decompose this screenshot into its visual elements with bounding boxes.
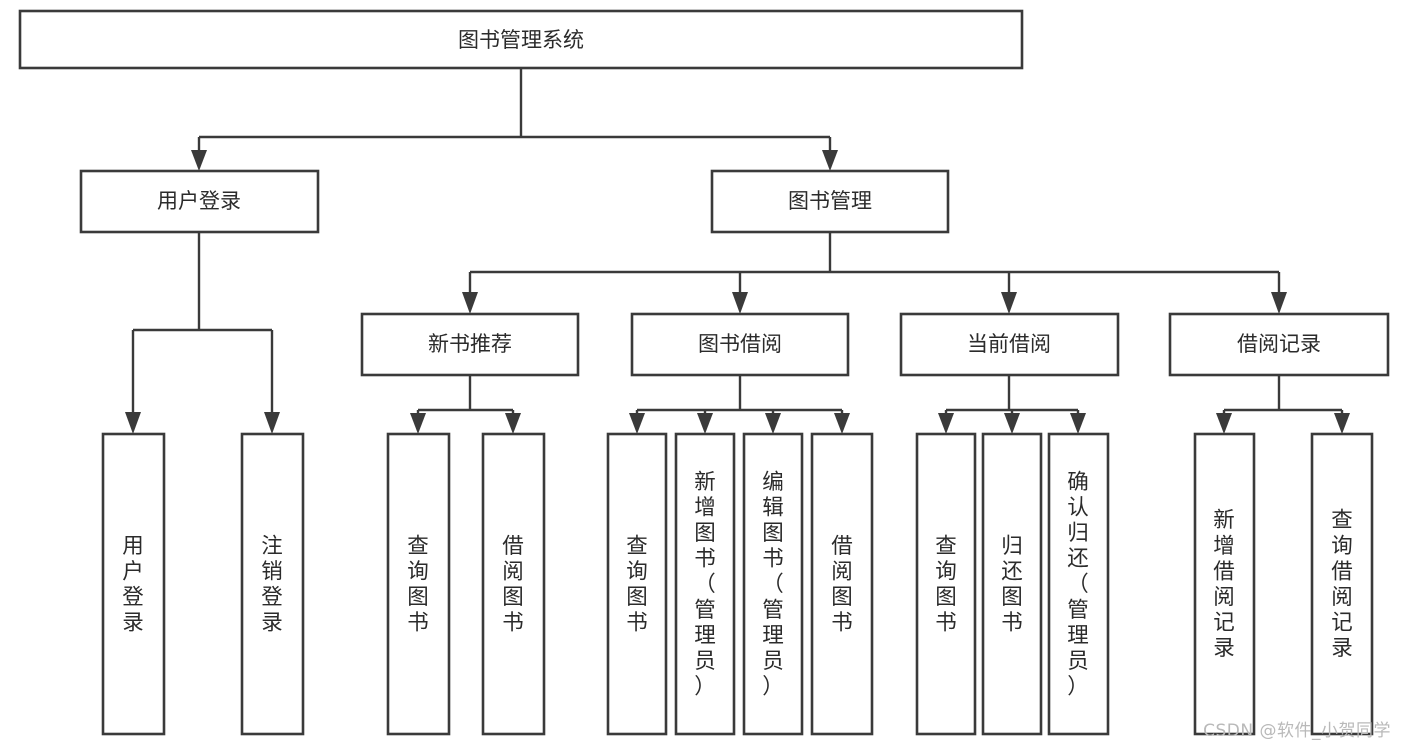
arrow-head-icon: [1004, 413, 1020, 434]
node-leaf-user-login-label: 用户登录: [122, 534, 144, 636]
node-leaf-add-borrow-record[interactable]: 新增借阅记录: [1193, 432, 1256, 736]
node-leaf-borrow-book-new-box[interactable]: [481, 432, 546, 736]
node-user-login-box[interactable]: [79, 169, 320, 234]
node-leaf-add-borrow-record-box[interactable]: [1193, 432, 1256, 736]
node-book-borrow-box[interactable]: [630, 312, 850, 377]
node-root[interactable]: 图书管理系统: [18, 9, 1024, 70]
node-leaf-add-book-admin-label: 新增图书（管理员）: [694, 470, 716, 700]
node-leaf-add-borrow-record-label: 新增借阅记录: [1213, 508, 1235, 661]
node-leaf-borrow-book-label: 借阅图书: [831, 534, 853, 636]
node-leaf-logout[interactable]: 注销登录: [240, 432, 305, 736]
connector-layer: [125, 68, 1350, 434]
node-leaf-query-book-current-label: 查询图书: [935, 534, 957, 636]
arrow-head-icon: [629, 413, 645, 434]
node-current-borrow-label: 当前借阅: [967, 332, 1051, 356]
node-leaf-confirm-return-admin-box[interactable]: [1047, 432, 1110, 736]
arrow-head-icon: [1334, 413, 1350, 434]
node-new-book-recommend-box[interactable]: [360, 312, 580, 377]
arrow-head-icon: [410, 413, 426, 434]
node-book-management-box[interactable]: [710, 169, 950, 234]
node-leaf-query-book-borrow[interactable]: 查询图书: [606, 432, 668, 736]
node-leaf-query-borrow-record-label: 查询借阅记录: [1331, 508, 1353, 661]
arrow-head-icon: [1216, 413, 1232, 434]
node-leaf-user-login[interactable]: 用户登录: [101, 432, 166, 736]
arrow-head-icon: [505, 413, 521, 434]
node-book-management[interactable]: 图书管理: [710, 169, 950, 234]
node-book-management-label: 图书管理: [788, 189, 872, 213]
node-leaf-confirm-return-admin[interactable]: 确认归还（管理员）: [1047, 432, 1110, 736]
arrow-head-icon: [1070, 413, 1086, 434]
node-leaf-borrow-book-box[interactable]: [810, 432, 874, 736]
node-leaf-query-book-new[interactable]: 查询图书: [386, 432, 451, 736]
node-root-box[interactable]: [18, 9, 1024, 70]
node-current-borrow[interactable]: 当前借阅: [899, 312, 1120, 377]
node-leaf-query-book-current[interactable]: 查询图书: [915, 432, 977, 736]
node-user-login-label: 用户登录: [157, 189, 241, 213]
node-leaf-query-borrow-record[interactable]: 查询借阅记录: [1310, 432, 1374, 736]
node-leaf-query-borrow-record-box[interactable]: [1310, 432, 1374, 736]
node-leaf-return-book[interactable]: 归还图书: [981, 432, 1043, 736]
arrow-head-icon: [822, 150, 838, 171]
arrow-head-icon: [834, 413, 850, 434]
arrow-head-icon: [462, 292, 478, 314]
arrow-head-icon: [765, 413, 781, 434]
node-book-borrow[interactable]: 图书借阅: [630, 312, 850, 377]
arrow-head-icon: [732, 292, 748, 314]
arrow-head-icon: [264, 412, 280, 434]
node-leaf-borrow-book[interactable]: 借阅图书: [810, 432, 874, 736]
node-new-book-recommend-label: 新书推荐: [428, 332, 512, 356]
node-borrow-record[interactable]: 借阅记录: [1168, 312, 1390, 377]
node-leaf-query-book-new-box[interactable]: [386, 432, 451, 736]
node-leaf-logout-box[interactable]: [240, 432, 305, 736]
node-borrow-record-label: 借阅记录: [1237, 332, 1321, 356]
arrow-head-icon: [1271, 292, 1287, 314]
node-book-borrow-label: 图书借阅: [698, 332, 782, 356]
node-leaf-borrow-book-new-label: 借阅图书: [502, 534, 524, 636]
arrow-head-icon: [938, 413, 954, 434]
node-leaf-edit-book-admin-box[interactable]: [742, 432, 804, 736]
node-leaf-add-book-admin-box[interactable]: [674, 432, 736, 736]
node-borrow-record-box[interactable]: [1168, 312, 1390, 377]
node-leaf-query-book-borrow-label: 查询图书: [626, 534, 648, 636]
node-leaf-user-login-box[interactable]: [101, 432, 166, 736]
csdn-watermark: CSDN @软件_小贺同学: [1203, 721, 1391, 741]
arrow-head-icon: [125, 412, 141, 434]
node-leaf-query-book-borrow-box[interactable]: [606, 432, 668, 736]
node-leaf-return-book-label: 归还图书: [1001, 534, 1023, 636]
node-user-login[interactable]: 用户登录: [79, 169, 320, 234]
node-root-label: 图书管理系统: [458, 28, 584, 52]
node-new-book-recommend[interactable]: 新书推荐: [360, 312, 580, 377]
arrow-head-icon: [191, 150, 207, 171]
arrow-head-icon: [697, 413, 713, 434]
arrow-head-icon: [1001, 292, 1017, 314]
node-leaf-borrow-book-new[interactable]: 借阅图书: [481, 432, 546, 736]
node-leaf-return-book-box[interactable]: [981, 432, 1043, 736]
node-leaf-logout-label: 注销登录: [261, 534, 283, 636]
node-leaf-query-book-new-label: 查询图书: [407, 534, 429, 636]
node-leaf-confirm-return-admin-label: 确认归还（管理员）: [1067, 470, 1089, 700]
node-leaf-add-book-admin[interactable]: 新增图书（管理员）: [674, 432, 736, 736]
node-leaf-edit-book-admin[interactable]: 编辑图书（管理员）: [742, 432, 804, 736]
leaf-layer: 用户登录 注销登录 查询图书 借阅图书 查询图书 新增图书（管理员）: [101, 432, 1374, 736]
node-leaf-query-book-current-box[interactable]: [915, 432, 977, 736]
node-leaf-edit-book-admin-label: 编辑图书（管理员）: [762, 470, 784, 700]
node-current-borrow-box[interactable]: [899, 312, 1120, 377]
